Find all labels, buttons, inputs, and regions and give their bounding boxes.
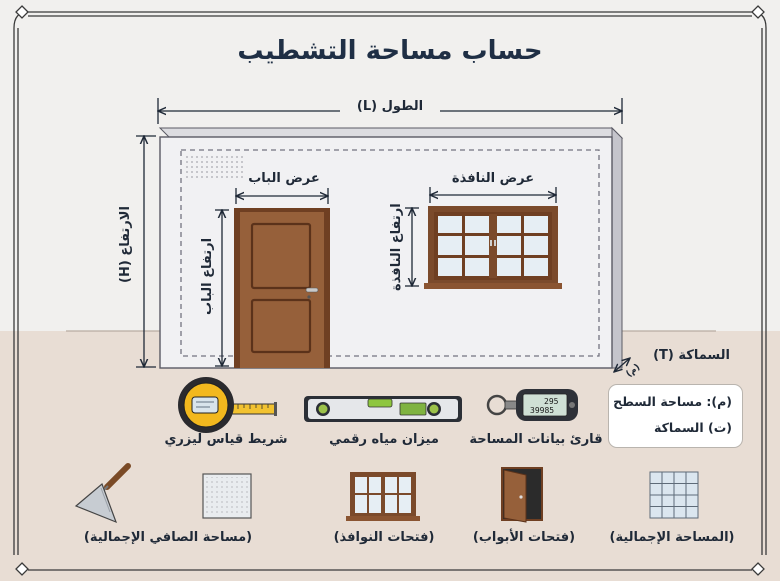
total-area-grid-icon (649, 471, 699, 519)
net-area-sample-icon (202, 473, 252, 519)
reader-display-top: 295 (544, 397, 559, 406)
decorative-frame (13, 5, 767, 576)
window-openings-icon (346, 472, 420, 521)
thickness-dimension (614, 358, 630, 372)
door-height-label: ارتفاع الباب (200, 238, 215, 316)
floor (0, 331, 780, 581)
step-label-total-area: (المساحة الإجمالية) (609, 530, 735, 545)
area-data-reader-icon: 295 39985 (486, 389, 578, 421)
door (234, 208, 330, 368)
page-title: حساب مساحة التشطيب (237, 36, 543, 66)
texture-patch (184, 153, 244, 179)
legend-surface-area: (م): مساحة السطح (613, 394, 732, 409)
laser-tape-measure-icon (178, 377, 277, 433)
height-label: الارتفاع (H) (118, 206, 133, 283)
tool-label-spirit-level: ميزان مياه رقمي (329, 432, 439, 447)
legend-thickness: (ت) السماكة (654, 420, 732, 435)
window-height-label: ارتفاع النافذة (389, 203, 404, 291)
door-openings-icon (501, 467, 543, 523)
window-width-label: عرض النافذة (451, 171, 535, 186)
step-label-window-openings: (فتحات النوافذ) (333, 530, 435, 545)
step-label-door-openings: (فتحات الأبواب) (472, 530, 576, 545)
step-label-net-area: (مساحة الصافي الإجمالية) (83, 530, 253, 545)
length-label: الطول (L) (340, 99, 440, 114)
tool-label-laser-tape: شريط قياس ليزري (164, 432, 288, 447)
window (424, 206, 562, 289)
reader-display-bottom: 39985 (530, 406, 554, 415)
legend-box: (م): مساحة السطح (ت) السماكة (608, 384, 743, 448)
thickness-label: السماكة (T) (653, 348, 730, 363)
tool-label-data-reader: قارئ بيانات المساحة (469, 432, 603, 447)
trowel-icon (74, 463, 131, 524)
digital-spirit-level-icon (304, 396, 462, 422)
net-area-outline (180, 149, 600, 357)
door-width-label: عرض الباب (248, 171, 320, 186)
